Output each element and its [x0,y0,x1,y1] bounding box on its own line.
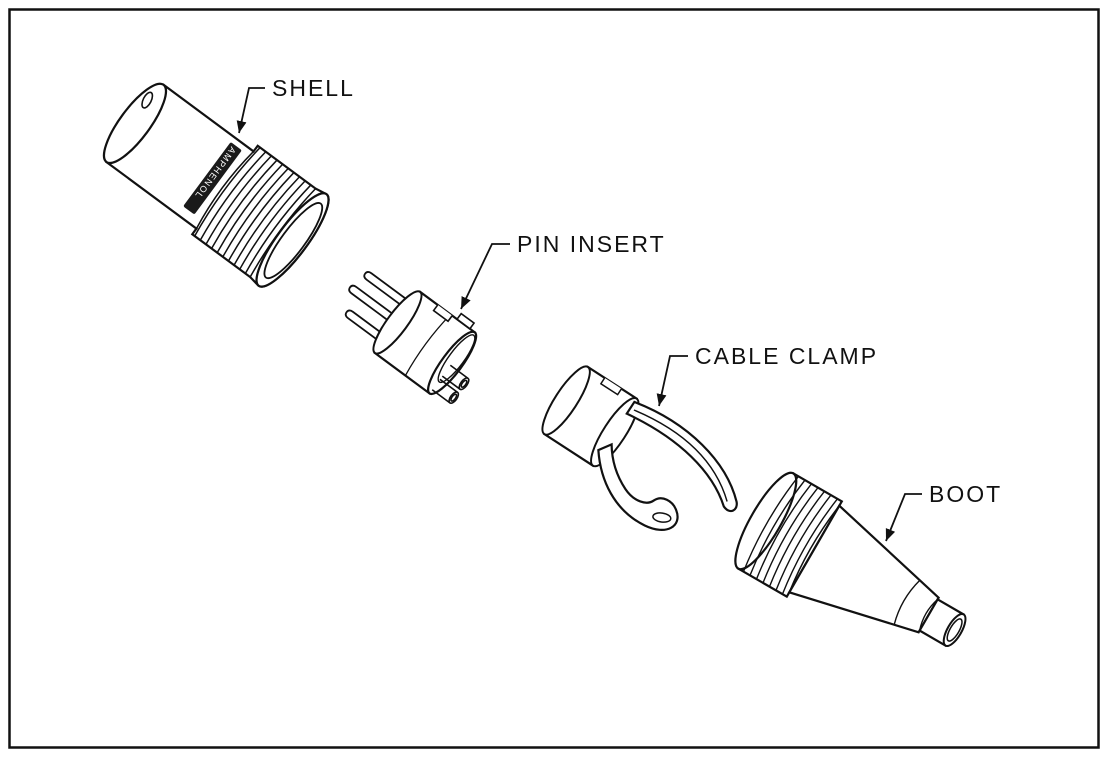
leader-lines [236,87,922,542]
shell-latch-slot [141,91,154,109]
cable-clamp-saddle [597,442,679,531]
boot-label: BOOT [929,481,1002,507]
cable-clamp-arm-crease [633,409,728,502]
shell-label: SHELL [272,75,355,101]
cable-clamp-rear-face [541,365,591,436]
cable-clamp-slot [599,377,623,396]
pin-insert-solder-cups [431,364,470,404]
boot-drawing [734,471,967,648]
boot-leader-line [885,493,922,542]
pin-insert-key-tab [455,312,476,330]
boot-step-edge [788,505,840,593]
cable-clamp-drawing [541,365,738,531]
boot-seam-edge [893,579,921,625]
cable-clamp-upper-arm [625,400,738,513]
drawing-border [8,8,1100,749]
boot-rear-face [734,471,798,571]
shell-threads [194,147,312,274]
shell-step-edge [195,150,255,229]
boot-tip-opening [946,618,963,642]
shell-front-opening [263,202,324,280]
pin-insert-label: PIN INSERT [517,231,666,257]
pin-insert-drawing [344,271,478,404]
shell-drawing: AMPHENOL [102,82,330,288]
brand-strip [183,142,242,214]
cable-clamp-label: CABLE CLAMP [695,343,878,369]
cable-clamp-leader-line [656,355,688,407]
boot-cone [787,503,941,634]
pin-insert-leader-line [460,243,510,310]
boot-knurl-lines [742,475,839,595]
pin-insert-front-recess [437,334,476,384]
boot-tip-edge [918,598,939,631]
pin-insert-rear-face [372,290,423,355]
shell-leader-line [236,87,265,134]
cable-clamp-saddle-slot [652,512,672,523]
pin-insert-notch [432,304,453,323]
pin-insert-pins [344,271,413,345]
